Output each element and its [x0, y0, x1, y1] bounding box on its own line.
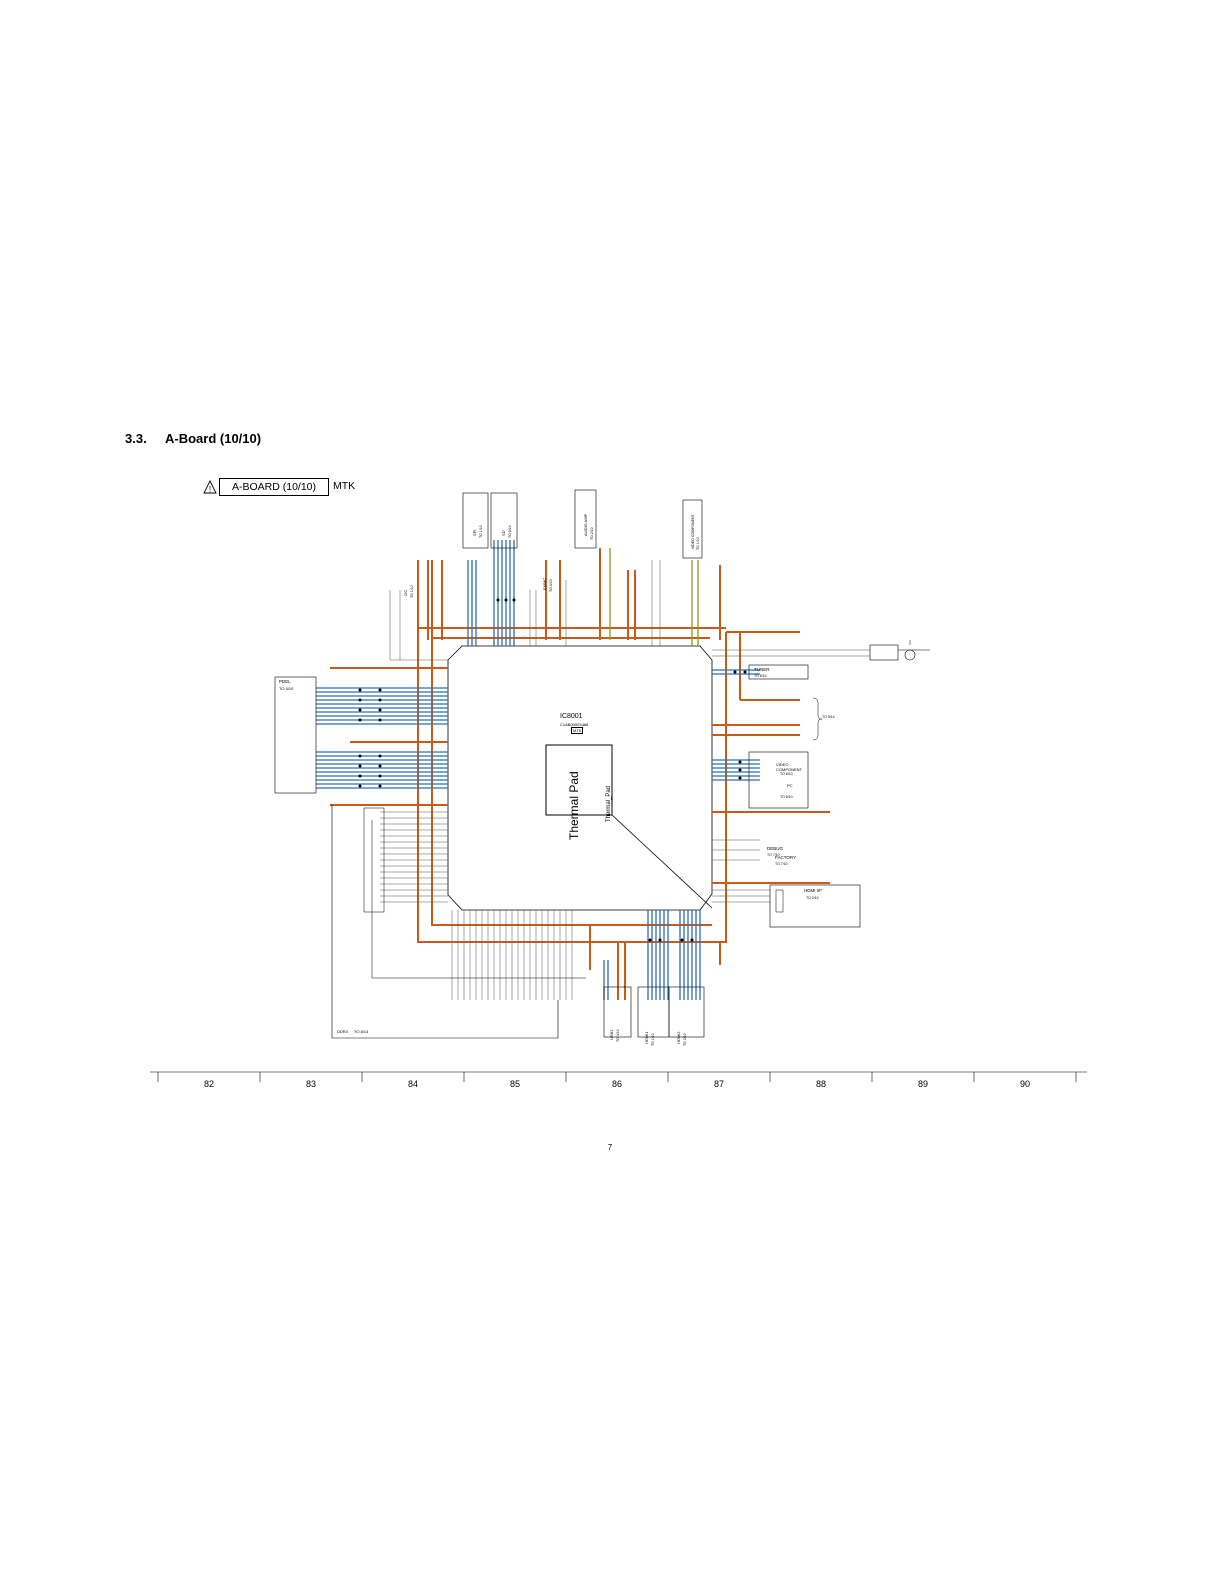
grid-label: 89	[917, 1079, 928, 1089]
hdmi-if-block	[769, 884, 861, 928]
sd-block	[490, 492, 518, 549]
video-component-block	[748, 751, 809, 809]
debug-name: DEBUG	[767, 846, 784, 851]
hdmi2-to: TO 2/10	[683, 1033, 687, 1046]
video-component-top-name: VIDEO COMPONENT	[691, 514, 695, 549]
section-title: A-Board (10/10)	[165, 431, 262, 446]
connector-dots	[358, 598, 747, 942]
tuner-block	[748, 664, 809, 680]
ddr3-name: DDR3	[337, 1029, 348, 1034]
grey-wires-bottom	[451, 910, 573, 1000]
pc-name: PC	[787, 783, 793, 788]
usb1-to: TO 4/10	[616, 1029, 620, 1042]
hdmi2-block	[668, 986, 705, 1038]
pdel-to: TO 5/10	[279, 686, 294, 691]
sd-name: SD	[501, 530, 506, 536]
svg-text:!: !	[209, 485, 211, 494]
sd-to: TO 6/10	[508, 525, 512, 538]
section-heading: 3.3. A-Board (10/10)	[125, 431, 261, 446]
spi-name: SPI	[472, 529, 477, 536]
audio-amp-block	[574, 489, 597, 549]
hdmi1-to: TO 1/10	[651, 1033, 655, 1046]
usb1-block	[603, 986, 632, 1038]
video-component-name: VIDEO COMPONENT	[776, 762, 802, 772]
ddr3-block	[331, 805, 559, 1039]
hdmi1-name: HDMI1	[644, 1031, 649, 1044]
ic-ref: IC8001	[560, 713, 583, 720]
data-bus-right	[712, 669, 760, 781]
video-component-top-block	[682, 499, 703, 559]
grid-label: 88	[815, 1079, 826, 1089]
section-number: 3.3.	[125, 431, 147, 446]
pdel-block	[274, 676, 317, 794]
pdel-name: PDEL	[279, 679, 291, 684]
grid-label: 82	[203, 1079, 214, 1089]
audio-amp-name: AUDIO AMP	[583, 513, 588, 536]
data-bus-top	[467, 540, 515, 646]
i2c-to: TO 1/10	[410, 585, 414, 598]
emmc-to: TO 4/10	[549, 579, 553, 592]
grid-label: 86	[611, 1079, 622, 1089]
i2c-name: I2C	[403, 589, 408, 596]
tuner-to: TO 8/14	[754, 674, 767, 678]
factory-to: TO 7/10	[775, 862, 788, 866]
grid-label: 83	[305, 1079, 316, 1089]
debug-to: TO 7/10	[767, 853, 780, 857]
ic-part: C1AB00003486	[560, 722, 589, 727]
page-number: 7	[607, 1143, 613, 1152]
hdmi-if-to: TO 2/10	[806, 896, 819, 900]
thermal-pad-side-label: Thermal_Pad	[606, 785, 612, 822]
grid-label: 87	[713, 1079, 724, 1089]
signal-lines	[609, 548, 699, 646]
video-component-top-to: TO 1/10	[696, 537, 700, 550]
video-component-to: TO 6/10	[780, 772, 793, 776]
audio-amp-to: TO 2/10	[590, 527, 594, 540]
right-to: TO 9/14	[822, 715, 835, 719]
data-bus-left	[316, 687, 448, 789]
thermal-pad-label: Thermal Pad	[567, 771, 581, 840]
thermal-pad-box	[545, 744, 613, 816]
grid-label: 90	[1019, 1079, 1030, 1089]
grey-wires	[380, 811, 448, 903]
hdmi2-name: HDMI2	[676, 1031, 681, 1044]
hdmi-if-name: HDMI I/F	[804, 888, 822, 893]
data-bus-bottom	[603, 910, 701, 1000]
pc-to: TO 6/10	[780, 795, 793, 799]
board-label: A-BOARD (10/10)	[219, 478, 329, 496]
grid-label: 84	[407, 1079, 418, 1089]
usb1-name: USB1	[609, 1029, 614, 1040]
grid-label: 85	[509, 1079, 520, 1089]
ic-tag: MTK	[571, 727, 584, 734]
grid-ruler	[150, 1071, 1087, 1082]
tuner-name: TUNER	[754, 667, 770, 672]
emmc-name: EMMC	[542, 577, 547, 590]
grey-wires-top	[389, 560, 870, 903]
spi-block	[462, 492, 489, 549]
spi-to: TO 1/10	[479, 525, 483, 538]
factory-name: FACTORY	[775, 855, 797, 860]
vendor-label: MTK	[333, 480, 356, 492]
warning-icon: !	[203, 480, 217, 494]
ddr3-to: TO 8/14	[354, 1029, 369, 1034]
